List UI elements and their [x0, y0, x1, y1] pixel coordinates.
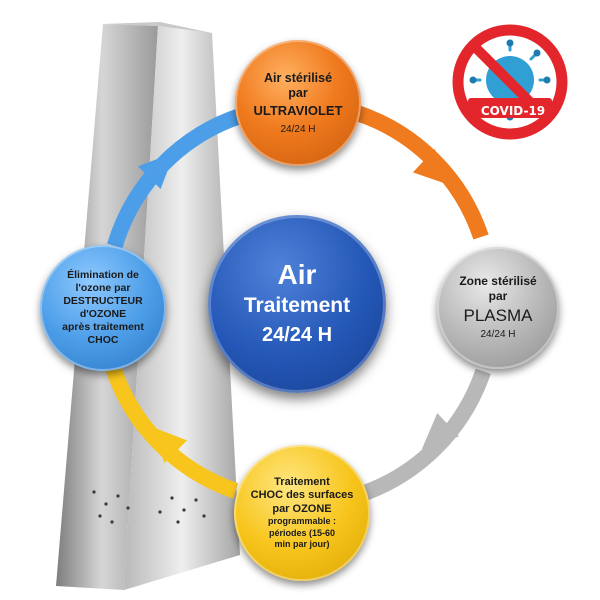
plasma-line-4: 24/24 H	[480, 329, 516, 340]
covid-prohibited-icon	[452, 24, 568, 140]
arrow-destructeur-to-uv	[137, 152, 175, 190]
uv-line-1: Air stérilisé	[263, 71, 333, 85]
ozone-line-2: CHOC des surfaces	[250, 489, 354, 501]
ozone-line-3: par OZONE	[272, 502, 332, 515]
node-plasma-zone: Zone stérilisé par PLASMA 24/24 H	[437, 247, 559, 369]
uv-line-2: par	[288, 86, 308, 100]
uv-line-4: 24/24 H	[280, 124, 316, 135]
destructeur-line-3: DESTRUCTEUR	[63, 295, 143, 307]
node-uv-sterilization: Air stérilisé par ULTRAVIOLET 24/24 H	[235, 40, 361, 166]
destructeur-line-6: CHOC	[87, 334, 119, 346]
cycle-arrows	[137, 149, 460, 464]
plasma-line-1: Zone stérilisé	[459, 274, 537, 288]
arrow-ozone-to-destructeur	[150, 426, 188, 464]
ozone-line-1: Traitement	[274, 475, 330, 488]
center-line-1: Air	[277, 259, 317, 290]
uv-line-3: ULTRAVIOLET	[253, 103, 343, 118]
destructeur-line-4: d'OZONE	[79, 308, 127, 320]
ozone-line-4: programmable :	[267, 516, 336, 526]
center-line-2: Traitement	[243, 294, 351, 317]
node-ozone-destructor: Élimination de l'ozone par DESTRUCTEUR d…	[40, 245, 166, 371]
node-ozone-shock-treatment: Traitement CHOC des surfaces par OZONE p…	[234, 445, 370, 581]
node-center-air-treatment: Air Traitement 24/24 H	[208, 215, 386, 393]
ozone-line-6: min par jour)	[274, 539, 330, 549]
arrow-plasma-to-ozone	[421, 413, 460, 450]
arrow-uv-to-plasma	[412, 149, 451, 186]
destructeur-line-2: l'ozone par	[75, 282, 131, 294]
plasma-line-2: par	[488, 289, 508, 303]
destructeur-line-1: Élimination de	[67, 269, 139, 281]
ozone-line-5: périodes (15-60	[268, 527, 336, 538]
center-line-3: 24/24 H	[261, 324, 333, 346]
covid-label: COVID-19	[480, 104, 546, 118]
destructeur-line-5: après traitement	[62, 321, 144, 333]
plasma-line-3: PLASMA	[463, 306, 533, 325]
